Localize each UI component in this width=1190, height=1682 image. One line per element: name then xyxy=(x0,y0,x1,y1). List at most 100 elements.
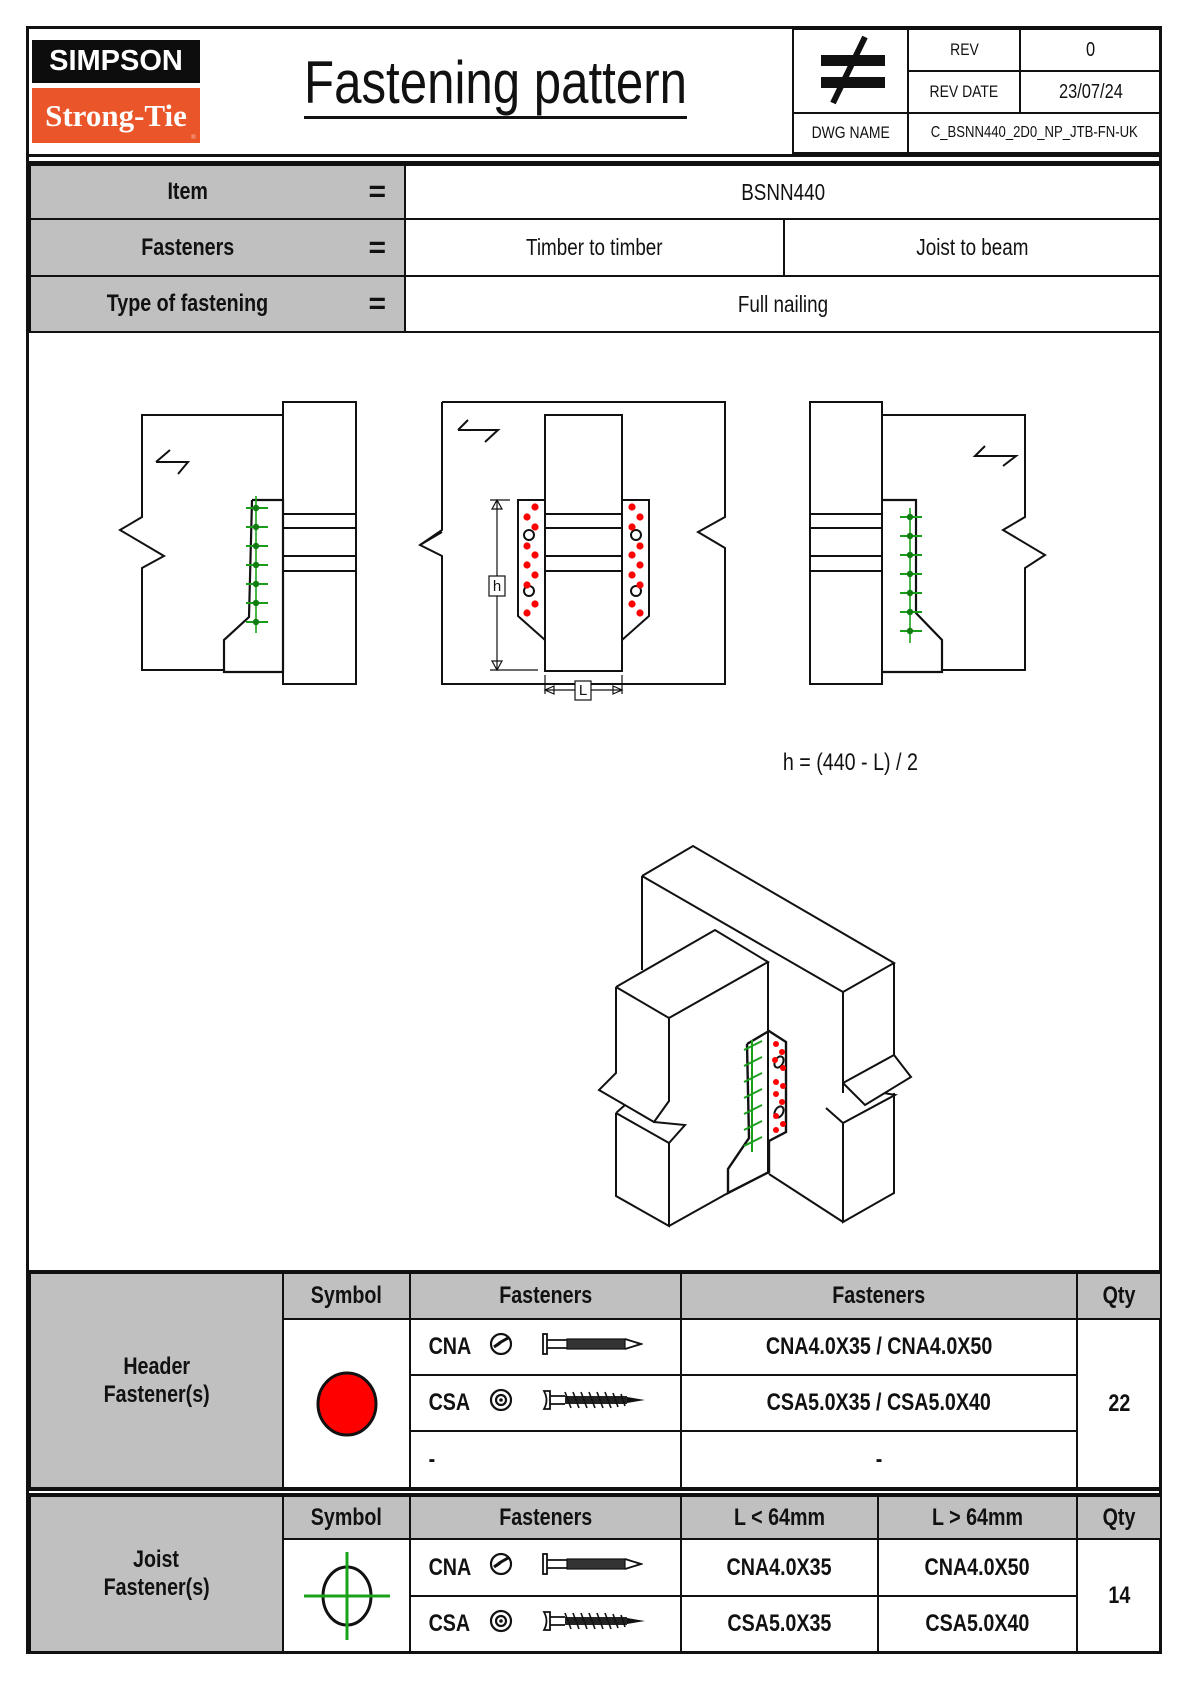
header-nail-symbol xyxy=(636,513,644,521)
ring-nail-head-icon xyxy=(485,1332,541,1363)
joist-small-cna: CNA4.0X35 xyxy=(680,1538,879,1597)
info-value-joist: Joist to beam xyxy=(783,218,1162,277)
header-nail-symbol xyxy=(773,1079,779,1085)
header-nail-symbol xyxy=(636,542,644,550)
dwg-name-value: C_BSNN440_2D0_NP_JTB-FN-UK xyxy=(907,112,1162,154)
joist-col-fasteners: Fasteners xyxy=(409,1495,682,1540)
header-col-symbol: Symbol xyxy=(282,1272,411,1320)
joist-nail-symbol xyxy=(743,1072,763,1083)
red-dot-icon xyxy=(316,1371,377,1436)
header-spec-empty: - xyxy=(680,1430,1078,1489)
joist-col-l-large: L > 64mm xyxy=(877,1495,1078,1540)
header-row-empty: - xyxy=(409,1430,682,1489)
symbol-cell xyxy=(792,28,909,114)
info-label-fasteners: Fasteners = xyxy=(29,218,406,277)
logo-simpson: SIMPSON xyxy=(32,40,200,83)
logo-strong-tie: Strong-Tie ® xyxy=(32,88,200,143)
joist-nail-symbol xyxy=(900,589,922,597)
joist-nail-symbol xyxy=(743,1120,763,1131)
info-value-item: BSNN440 xyxy=(404,164,1162,220)
table-top-line xyxy=(26,1270,1162,1273)
joist-nail-symbol xyxy=(900,551,922,559)
rev-date-value: 23/07/24 xyxy=(1019,70,1162,114)
isometric-view xyxy=(597,844,913,1228)
header-nails-center xyxy=(523,503,644,617)
joist-nail-symbol xyxy=(246,618,268,626)
table-divider xyxy=(26,1488,1162,1491)
header-col-fasteners: Fasteners xyxy=(409,1272,682,1320)
header-nail-symbol xyxy=(780,1065,786,1071)
front-view-center xyxy=(418,401,726,701)
info-value-type: Full nailing xyxy=(404,275,1162,333)
rev-value: 0 xyxy=(1019,28,1162,72)
joist-col-l-small: L < 64mm xyxy=(680,1495,879,1540)
joist-nail-symbol xyxy=(246,523,268,531)
header-nail-symbol xyxy=(523,561,531,569)
dim-h-label: h xyxy=(492,577,502,595)
header-nail-symbol xyxy=(779,1099,785,1105)
joist-col-symbol: Symbol xyxy=(282,1495,411,1540)
header-nail-symbol xyxy=(628,571,636,579)
joist-nail-symbol xyxy=(743,1056,763,1067)
joist-nail-symbol xyxy=(900,627,922,635)
header-nail-symbol xyxy=(780,1121,786,1127)
joist-nail-symbol xyxy=(900,570,922,578)
joist-nail-symbol xyxy=(743,1104,763,1115)
header-nail-symbol xyxy=(531,503,539,511)
joist-nail-symbol xyxy=(246,599,268,607)
header-nail-symbol xyxy=(773,1127,779,1133)
drawing-area xyxy=(118,401,1047,1228)
header-nail-symbol xyxy=(531,571,539,579)
header-nail-symbol xyxy=(636,561,644,569)
registered-mark: ® xyxy=(190,133,196,141)
header-col-qty: Qty xyxy=(1076,1272,1162,1320)
header-nail-symbol xyxy=(780,1083,786,1089)
joist-nail-symbol xyxy=(900,532,922,540)
header-nail-symbol xyxy=(628,503,636,511)
header-row-csa: CSA xyxy=(409,1374,682,1432)
header-spec-cna: CNA4.0X35 / CNA4.0X50 xyxy=(680,1318,1078,1376)
screw-icon xyxy=(541,1387,649,1420)
header-col-fasteners-2: Fasteners xyxy=(680,1272,1078,1320)
side-view-left xyxy=(118,401,357,685)
rev-date-label: REV DATE xyxy=(907,70,1021,114)
nail-icon xyxy=(541,1551,645,1584)
joist-symbol-cell xyxy=(282,1538,411,1653)
header-spec-csa: CSA5.0X35 / CSA5.0X40 xyxy=(680,1374,1078,1432)
header-fasteners-group-label: Header Fastener(s) xyxy=(29,1272,284,1489)
equals-icon: = xyxy=(368,230,386,264)
info-label-item: Item = xyxy=(29,164,406,220)
joist-large-cna: CNA4.0X50 xyxy=(877,1538,1078,1597)
joist-nail-symbol xyxy=(743,1040,763,1051)
header-divider-2 xyxy=(26,161,1162,164)
header-nail-symbol xyxy=(628,551,636,559)
screw-head-icon xyxy=(485,1388,541,1419)
header-nail-symbol xyxy=(636,581,644,589)
dim-L-label: L xyxy=(578,682,588,699)
joist-nail-symbol xyxy=(246,542,268,550)
header-nail-symbol xyxy=(531,600,539,608)
info-label-type: Type of fastening = xyxy=(29,275,406,333)
joist-nail-symbol xyxy=(246,561,268,569)
header-nail-symbol xyxy=(523,513,531,521)
equals-icon: = xyxy=(368,287,386,320)
joist-nail-symbol xyxy=(743,1088,763,1099)
header-nail-symbol xyxy=(772,1057,778,1063)
page-title: Fastening pattern xyxy=(285,50,705,120)
header-symbol-cell xyxy=(282,1318,411,1489)
nail-icon xyxy=(541,1331,645,1364)
joist-nail-symbol xyxy=(900,513,922,521)
equals-icon: = xyxy=(368,175,386,208)
joist-col-qty: Qty xyxy=(1076,1495,1162,1540)
joist-row-cna: CNA xyxy=(409,1538,682,1597)
header-nail-symbol xyxy=(636,609,644,617)
rev-label: REV xyxy=(907,28,1021,72)
screw-icon xyxy=(541,1608,649,1641)
info-value-timber: Timber to timber xyxy=(404,218,785,277)
header-nail-symbol xyxy=(531,523,539,531)
header-nail-symbol xyxy=(628,523,636,531)
joist-small-csa: CSA5.0X35 xyxy=(680,1595,879,1653)
ring-nail-head-icon xyxy=(485,1552,541,1583)
joist-fasteners-group-label: Joist Fastener(s) xyxy=(29,1495,284,1653)
header-row-cna: CNA xyxy=(409,1318,682,1376)
